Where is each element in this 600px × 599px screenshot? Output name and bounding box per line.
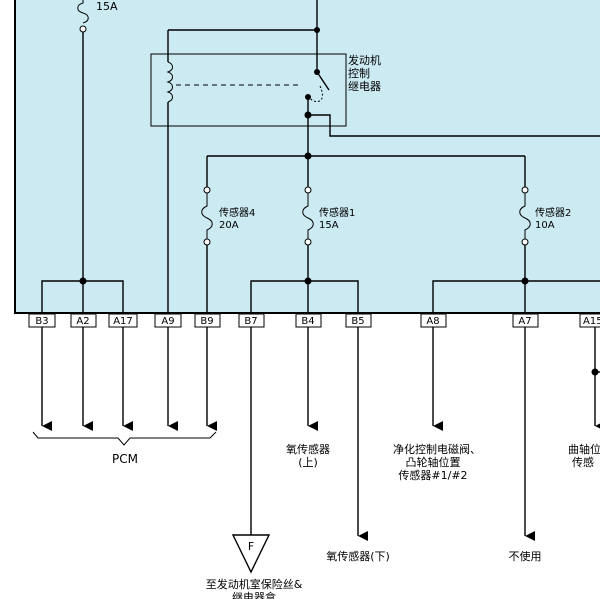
relay-coil [166,61,173,103]
pin-a2: A2 [70,313,97,328]
purge-line1: 净化控制电磁阀、 [393,442,481,456]
fuse-sensor2-name: 传感器2 [535,206,571,219]
relay-label-line3: 继电器 [348,80,381,93]
pin-b5: B5 [345,313,372,328]
purge-line3: 传感器#1/#2 [398,469,467,482]
relay-label-line1: 发动机 [348,53,381,67]
fuse-relay-box-border [14,0,600,314]
fuse-sensor1-rating: 15A [319,220,339,231]
pin-label: A9 [161,316,174,327]
o2-lower-label: 氧传感器(下) [326,549,390,563]
pin-b4: B4 [295,313,322,328]
fuse-top-rating: 15A [96,0,118,13]
fuse-sensor1-name: 传感器1 [319,206,355,219]
pin-label: A8 [426,316,439,327]
ground-ref-line2: 继电器盒 [232,590,276,599]
engine-control-relay [150,53,347,127]
crank-line1: 曲轴位 [568,442,600,456]
junction-dot [521,277,529,285]
pin-label: A15 [583,316,600,327]
pin-label: A7 [518,316,531,327]
pin-label: B7 [244,316,257,327]
pin-label: A2 [76,316,89,327]
pin-label: B5 [351,316,364,327]
o2-upper-line1: 氧传感器 [286,442,330,456]
pin-b9: B9 [194,313,221,328]
pin-a7: A7 [512,313,539,328]
ground-ref-triangle [231,534,271,574]
ground-ref-line1: 至发动机室保险丝& [206,577,303,591]
pin-a9: A9 [154,313,182,328]
relay-label-line2: 控制 [348,66,370,80]
crank-line2: 传感 [572,456,594,469]
junction-dot [314,27,320,33]
pin-b7: B7 [238,313,265,328]
pin-label: B4 [301,316,314,327]
fuse-sensor4-name: 传感器4 [219,206,255,219]
pin-label: B9 [200,316,213,327]
pcm-brace [32,431,217,446]
pcm-label: PCM [112,452,138,466]
ground-ref-letter: F [248,540,254,553]
pin-label: B3 [35,316,48,327]
pin-b3: B3 [28,313,56,328]
pin-a17: A17 [108,313,138,328]
pin-a15: A15 [579,313,600,328]
junction-dot [304,277,312,285]
fuse-top-15a [77,0,89,281]
fuse-sensor4-rating: 20A [219,220,239,231]
pin-label: A17 [113,316,133,327]
fuse-sensor4 [201,156,213,313]
pin-a8: A8 [420,313,447,328]
fuse-sensor2-rating: 10A [535,220,555,231]
unused-label: 不使用 [509,550,542,563]
purge-line2: 凸轮轴位置 [406,455,461,469]
o2-upper-line2: (上) [298,456,318,469]
